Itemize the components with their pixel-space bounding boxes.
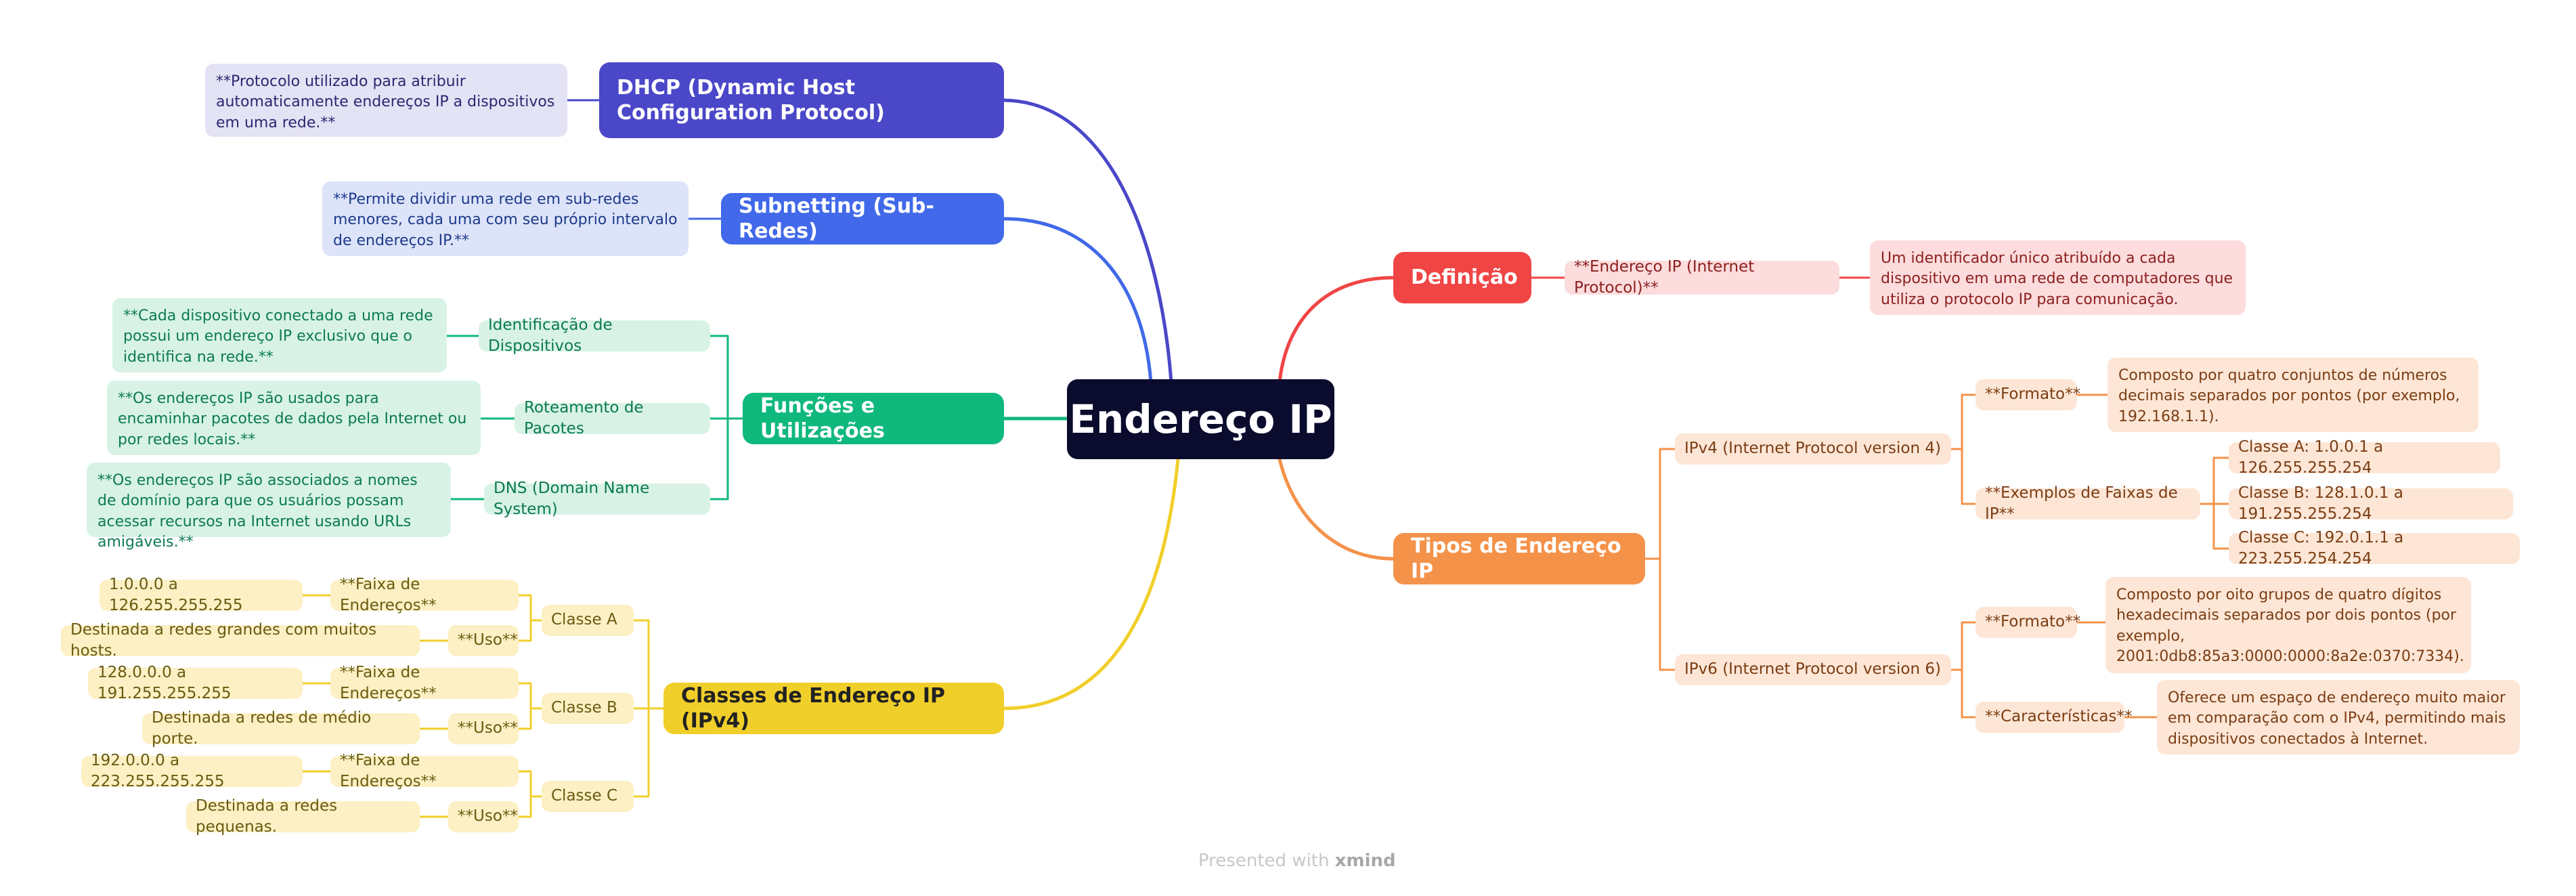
ipv4-faixa-c[interactable]: Classe C: 192.0.1.1 a 223.255.254.254 <box>2229 529 2520 568</box>
connector-ipv4-bracket <box>1950 393 1977 505</box>
classe-b-faixa-value[interactable]: 128.0.0.0 a 191.255.255.255 <box>88 664 303 702</box>
note-definicao[interactable]: Um identificador único atribuído a cada … <box>1870 240 2246 315</box>
note-identificacao[interactable]: **Cada dispositivo conectado a uma rede … <box>112 298 447 372</box>
ipv6-formato-label[interactable]: **Formato** <box>1975 607 2080 638</box>
ipv4-formato-label[interactable]: **Formato** <box>1975 379 2080 410</box>
connector-funcoes-bracket <box>709 335 744 500</box>
footer-brand: Presented with xmind <box>1198 851 1396 871</box>
classe-b-faixa-label[interactable]: **Faixa de Endereços** <box>330 664 519 702</box>
connector-central-classes <box>1002 457 1180 710</box>
classe-b-uso-label[interactable]: **Uso** <box>448 713 519 744</box>
ipv6-carac-note[interactable]: Oferece um espaço de endereço muito maio… <box>2157 680 2520 754</box>
topic-funcoes[interactable]: Funções e Utilizações <box>743 393 1004 444</box>
ipv4-faixa-a[interactable]: Classe A: 1.0.0.1 a 126.255.255.254 <box>2229 438 2500 477</box>
central-topic[interactable]: Endereço IP <box>1067 379 1334 459</box>
xmind-logo: xmind <box>1334 851 1396 871</box>
connector-central-dhcp <box>1002 98 1173 385</box>
definicao-term[interactable]: **Endereço IP (Internet Protocol)** <box>1565 258 1839 297</box>
connector-central-definicao <box>1278 276 1395 385</box>
note-subnetting[interactable]: **Permite dividir uma rede em sub-redes … <box>322 182 689 256</box>
classe-c-uso-label[interactable]: **Uso** <box>448 801 519 832</box>
note-roteamento[interactable]: **Os endereços IP são usados para encami… <box>107 381 481 455</box>
topic-dhcp[interactable]: DHCP (Dynamic Host Configuration Protoco… <box>599 62 1004 138</box>
classe-b-uso-value[interactable]: Destinada a redes de médio porte. <box>142 709 420 748</box>
connector-ipv4-faixas <box>2199 456 2230 550</box>
funcoes-item-roteamento[interactable]: Roteamento de Pacotes <box>515 399 710 438</box>
funcoes-item-dns[interactable]: DNS (Domain Name System) <box>484 479 710 518</box>
connector-classes-bracket <box>632 619 665 798</box>
topic-subnetting[interactable]: Subnetting (Sub-Redes) <box>721 193 1004 244</box>
topic-tipos[interactable]: Tipos de Endereço IP <box>1393 533 1645 584</box>
connector-classe-2-bracket <box>517 770 543 818</box>
classe-a-uso-label[interactable]: **Uso** <box>448 625 519 656</box>
connector-classe-0-bracket <box>517 594 543 642</box>
topic-definicao[interactable]: Definição <box>1393 252 1531 303</box>
connector-classe-1-bracket <box>517 682 543 730</box>
footer-prefix: Presented with <box>1198 851 1330 871</box>
topic-classes[interactable]: Classes de Endereço IP (IPv4) <box>663 683 1004 734</box>
note-dhcp[interactable]: **Protocolo utilizado para atribuir auto… <box>205 64 567 137</box>
connector-central-tipos <box>1278 457 1395 561</box>
connector-tipos-bracket <box>1644 448 1676 671</box>
ipv4-formato-note[interactable]: Composto por quatro conjuntos de números… <box>2108 358 2479 432</box>
classe-a-faixa-label[interactable]: **Faixa de Endereços** <box>330 576 519 614</box>
ipv4[interactable]: IPv4 (Internet Protocol version 4) <box>1675 433 1951 465</box>
classe-c-faixa-value[interactable]: 192.0.0.0 a 223.255.255.255 <box>81 752 303 790</box>
classe-a[interactable]: Classe A <box>542 605 634 636</box>
note-dns[interactable]: **Os endereços IP são associados a nomes… <box>87 463 451 551</box>
classe-a-faixa-value[interactable]: 1.0.0.0 a 126.255.255.255 <box>100 576 303 614</box>
ipv4-faixa-b[interactable]: Classe B: 128.1.0.1 a 191.255.255.254 <box>2229 484 2513 523</box>
funcoes-item-identificacao[interactable]: Identificação de Dispositivos <box>479 316 710 355</box>
classe-b[interactable]: Classe B <box>542 693 634 724</box>
classe-c[interactable]: Classe C <box>542 781 634 812</box>
ipv4-faixas-label[interactable]: **Exemplos de Faixas de IP** <box>1975 484 2200 523</box>
ipv6-carac-label[interactable]: **Características** <box>1975 702 2132 733</box>
ipv6[interactable]: IPv6 (Internet Protocol version 6) <box>1675 654 1951 685</box>
connector-central-subnetting <box>1002 217 1153 385</box>
classe-c-uso-value[interactable]: Destinada a redes pequenas. <box>186 797 420 836</box>
classe-c-faixa-label[interactable]: **Faixa de Endereços** <box>330 752 519 790</box>
connector-ipv6-bracket <box>1950 621 1977 719</box>
ipv6-formato-note[interactable]: Composto por oito grupos de quatro dígit… <box>2105 577 2471 673</box>
classe-a-uso-value[interactable]: Destinada a redes grandes com muitos hos… <box>61 621 420 660</box>
